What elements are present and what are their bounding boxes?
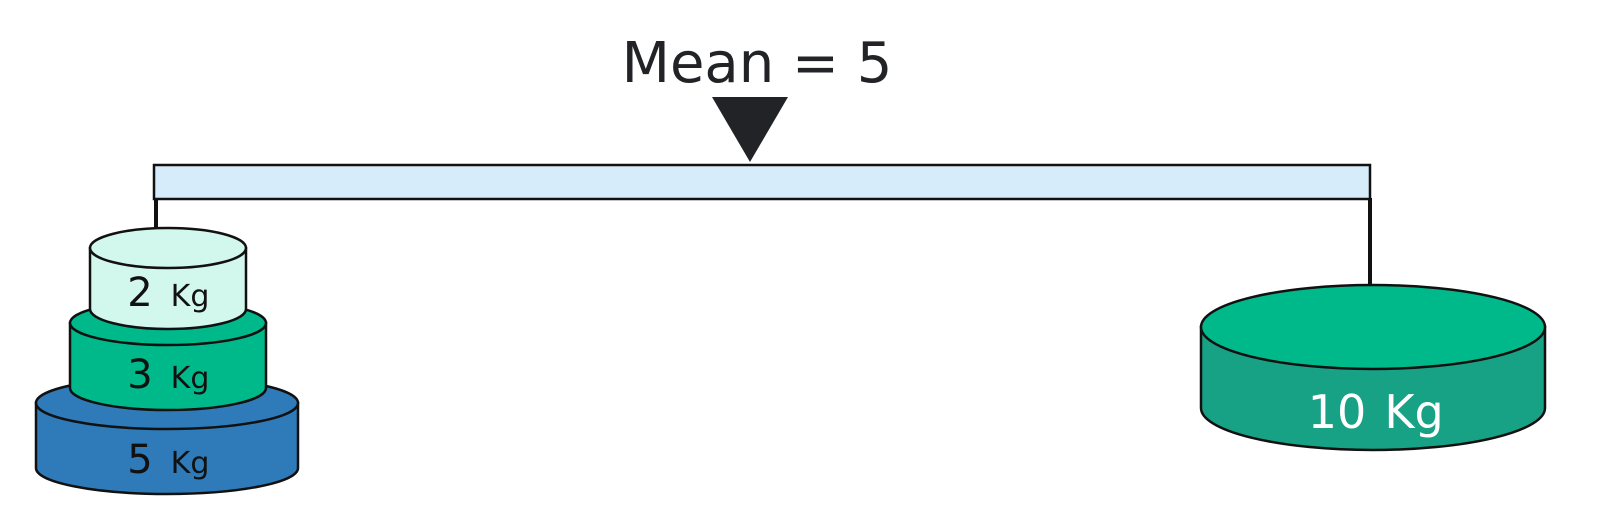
weight-2kg-unit: Kg xyxy=(171,279,210,314)
weight-10kg-value: 10 xyxy=(1308,385,1367,439)
weight-3kg-value: 3 xyxy=(127,352,152,398)
weight-10kg-unit: Kg xyxy=(1384,385,1443,439)
weight-5kg-unit: Kg xyxy=(171,446,210,481)
weight-5kg-value: 5 xyxy=(127,437,152,483)
balance-beam xyxy=(152,163,1372,201)
weight-2kg-value: 2 xyxy=(127,270,152,316)
weight-3kg-unit: Kg xyxy=(171,361,210,396)
weight-2kg: 2 Kg xyxy=(88,226,248,331)
weight-10kg: 10 Kg xyxy=(1199,283,1547,452)
mean-title: Mean = 5 xyxy=(622,31,893,96)
pivot-triangle xyxy=(712,97,788,162)
